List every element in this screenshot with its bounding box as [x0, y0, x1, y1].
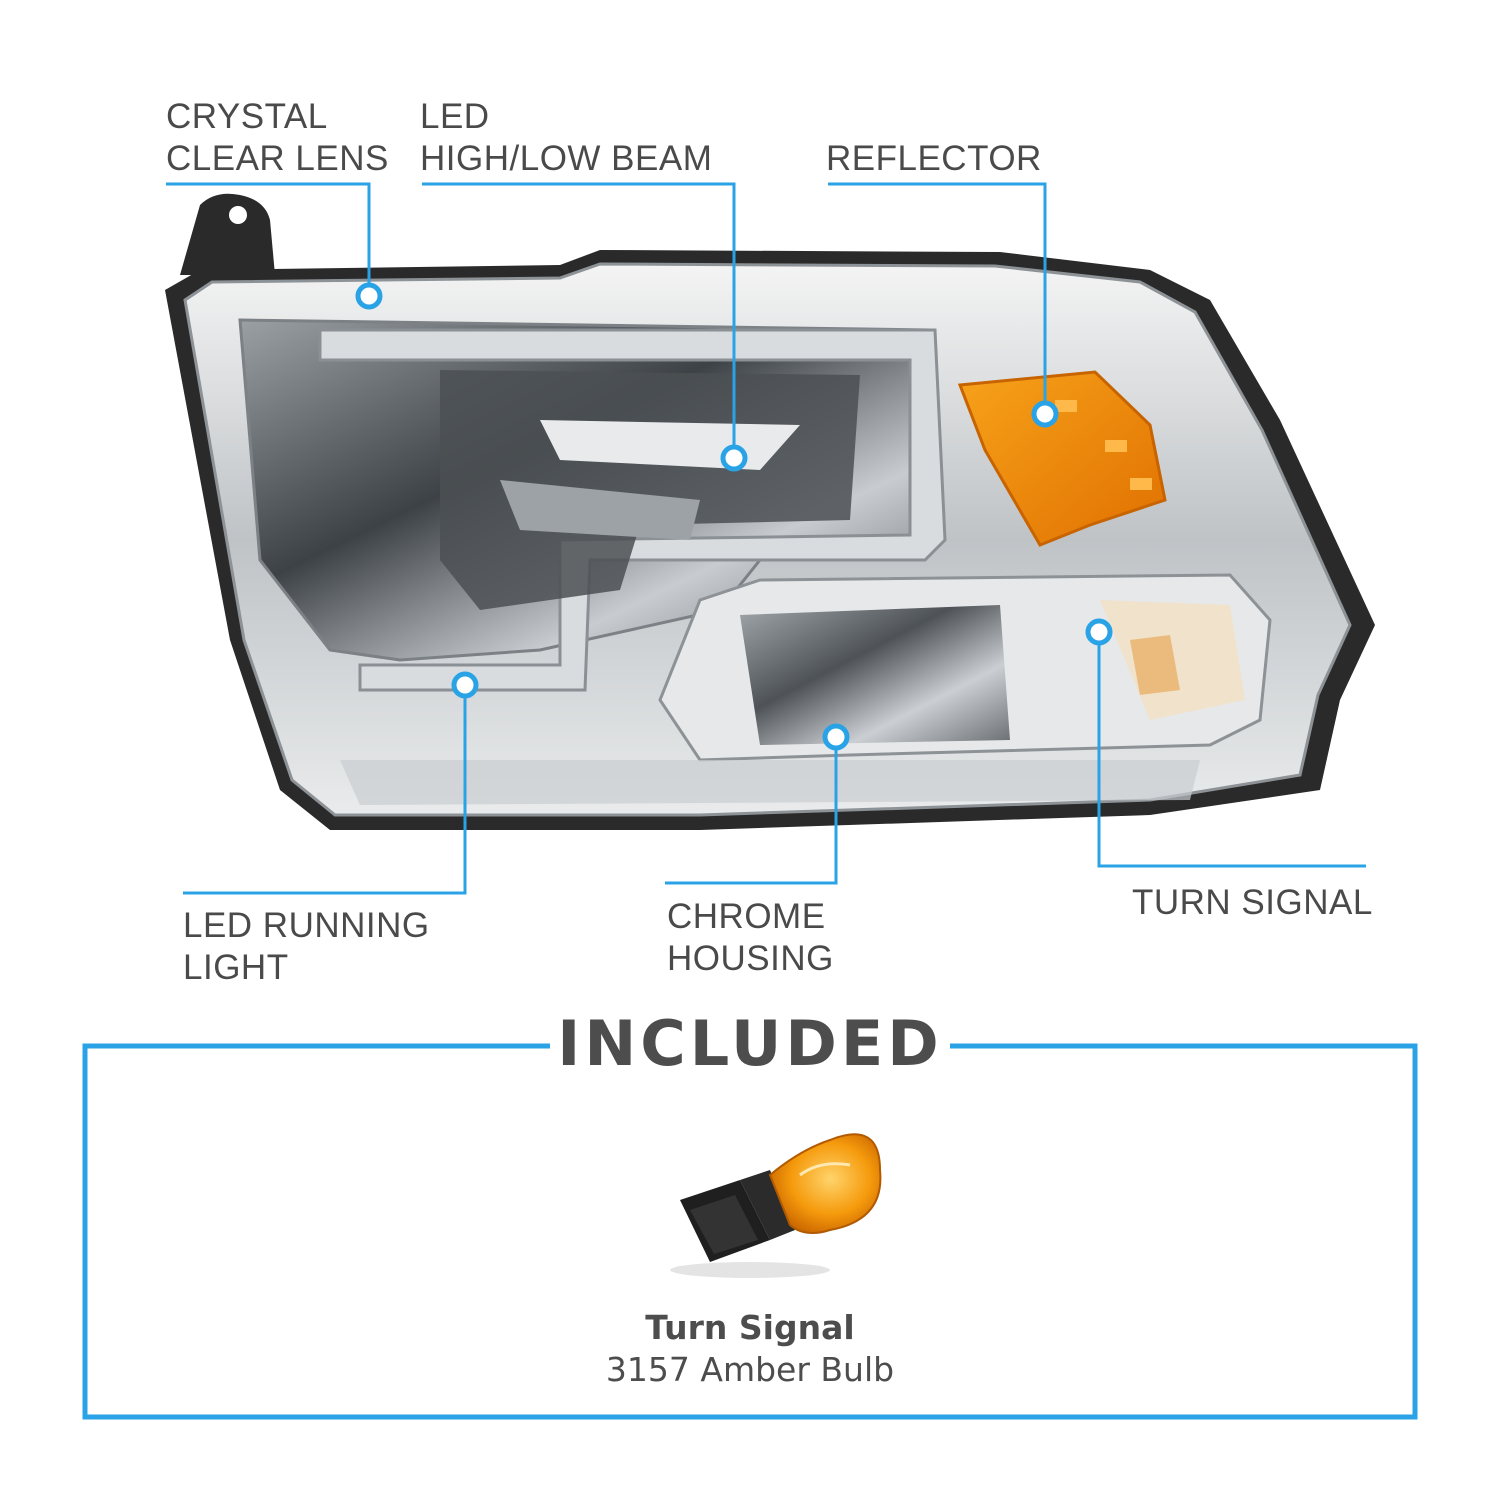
- label-line: REFLECTOR: [826, 139, 1042, 178]
- label-chrome-housing: CHROME HOUSING: [667, 896, 834, 980]
- label-line: LED RUNNING: [183, 906, 430, 945]
- dot-chrome-housing: [822, 723, 850, 751]
- dot-led-high-low-beam: [720, 444, 748, 472]
- label-line: LED: [420, 97, 490, 136]
- label-line: CLEAR LENS: [166, 139, 389, 178]
- dot-turn-signal: [1085, 618, 1113, 646]
- label-led-high-low-beam: LED HIGH/LOW BEAM: [420, 96, 712, 180]
- headlight-assembly: [165, 193, 1375, 830]
- label-crystal-clear-lens: CRYSTAL CLEAR LENS: [166, 96, 389, 180]
- label-reflector: REFLECTOR: [826, 138, 1042, 180]
- label-line: HOUSING: [667, 939, 834, 978]
- included-item-description: 3157 Amber Bulb: [605, 1350, 895, 1389]
- included-item-name: Turn Signal: [645, 1308, 855, 1347]
- label-line: HIGH/LOW BEAM: [420, 139, 713, 178]
- label-line: LIGHT: [183, 948, 289, 987]
- included-box: [82, 1043, 1418, 1420]
- label-line: TURN SIGNAL: [1132, 883, 1373, 922]
- bulb-3157-icon: [670, 1133, 882, 1278]
- callout-lines: [166, 182, 1366, 895]
- label-turn-signal: TURN SIGNAL: [1132, 882, 1373, 924]
- dot-reflector: [1031, 400, 1059, 428]
- callout-dots: [355, 282, 1113, 751]
- label-line: CRYSTAL: [166, 97, 328, 136]
- label-led-running-light: LED RUNNING LIGHT: [183, 905, 430, 989]
- label-line: CHROME: [667, 897, 826, 936]
- dot-crystal-clear-lens: [355, 282, 383, 310]
- included-title: INCLUDED: [550, 1006, 950, 1082]
- dot-led-running-light: [451, 671, 479, 699]
